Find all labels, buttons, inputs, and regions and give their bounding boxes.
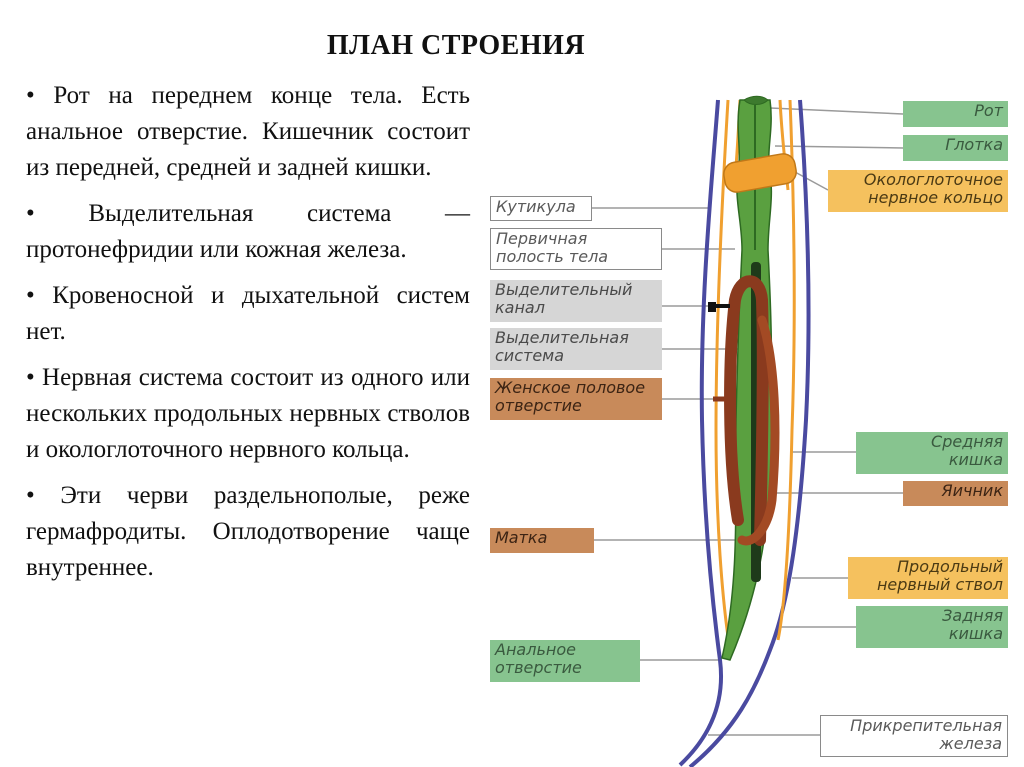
label-pharynx: Глотка [903,135,1008,161]
label-hindgut-line1: Задняя [942,606,1003,625]
label-nerve-ring: Окологлоточное нервное кольцо [828,170,1008,212]
label-adhesive-gland: Прикрепительная железа [820,715,1008,757]
label-excretory-system-line1: Выделительная [495,328,629,347]
leader-lines [592,107,904,736]
label-female-pore-line2: отверстие [495,396,582,415]
label-adhesive-gland-line2: железа [939,734,1002,753]
label-excretory-canal-line1: Выделительный [495,280,633,299]
label-nerve-ring-line2: нервное кольцо [868,188,1003,207]
bullet-nervous: • Нервная система состоит из одного или … [26,364,470,463]
label-midgut-line2: кишка [948,450,1003,469]
bullet-digestive: • Рот на переднем конце тела. Есть аналь… [26,82,470,181]
label-anus-line1: Анальное [495,640,576,659]
label-anus-line2: отверстие [495,658,582,677]
label-excretory-canal: Выделительный канал [490,280,662,322]
label-nerve-ring-line1: Окологлоточное [863,170,1003,189]
label-body-cavity: Первичная полость тела [490,228,662,270]
bullet-reproductive: • Эти черви раздельнополые, реже гермафр… [26,482,470,581]
label-hindgut-line2: кишка [948,624,1003,643]
label-female-pore: Женское половое отверстие [490,378,662,420]
label-nerve-cord-line2: нервный ствол [876,575,1003,594]
label-excretory-canal-line2: канал [495,298,545,317]
body-wall [678,99,723,767]
label-body-cavity-line1: Первичная [496,229,588,248]
nerve-ring [723,153,797,193]
label-excretory-system: Выделительная система [490,328,662,370]
label-nerve-cord: Продольный нервный ствол [848,557,1008,599]
label-anus: Анальное отверстие [490,640,640,682]
label-midgut-line1: Средняя [931,432,1003,451]
label-adhesive-gland-line1: Прикрепительная [850,716,1002,735]
label-uterus: Матка [490,528,594,553]
label-midgut: Средняя кишка [856,432,1008,474]
page-title: ПЛАН СТРОЕНИЯ [326,30,586,61]
label-cuticle: Кутикула [490,196,592,221]
label-nerve-cord-line1: Продольный [897,557,1003,576]
label-mouth: Рот [903,101,1008,127]
label-female-pore-line1: Женское половое [495,378,646,397]
bullet-circulatory: • Кровеносной и дыхательной систем нет. [26,282,470,345]
label-body-cavity-line2: полость тела [496,247,609,266]
label-excretory-system-line2: система [495,346,565,365]
bullet-excretory: • Выделительная система — протонефридии … [26,200,470,263]
uterus [724,275,769,546]
label-ovary: Яичник [903,481,1008,506]
label-hindgut: Задняя кишка [856,606,1008,648]
description-text: • Рот на переднем конце тела. Есть аналь… [26,78,470,596]
